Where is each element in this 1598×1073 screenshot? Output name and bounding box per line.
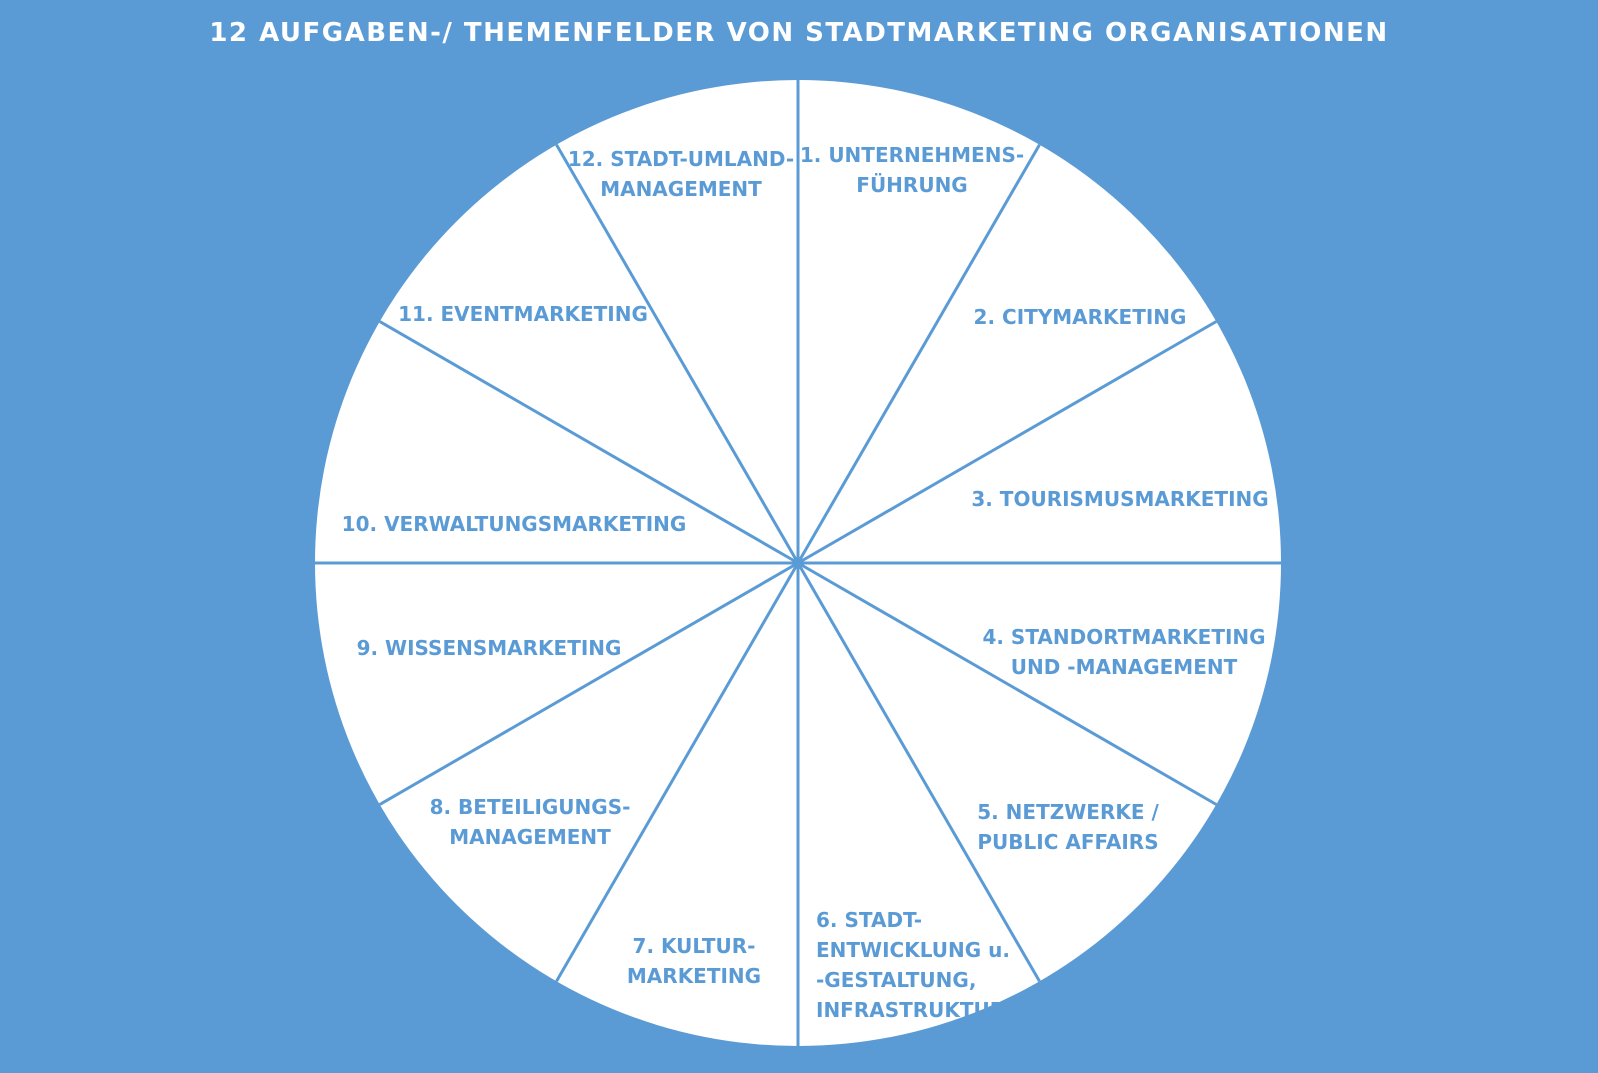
segment-divider-line — [796, 562, 1041, 983]
segment-label-2: 2. CITYMARKETING — [974, 305, 1187, 329]
segment-divider-line — [797, 320, 1218, 565]
segment-divider-line — [555, 143, 800, 564]
segment-label-line: INFRASTRUKTUR — [816, 998, 1005, 1022]
segment-label-10: 10. VERWALTUNGSMARKETING — [342, 512, 687, 536]
segment-label-line: PUBLIC AFFAIRS — [977, 830, 1158, 854]
segment-label-12: 12. STADT-UMLAND- MANAGEMENT — [568, 147, 794, 201]
segment-label-line: -GESTALTUNG, — [816, 968, 976, 992]
segment-label-9: 9. WISSENSMARKETING — [357, 636, 622, 660]
segment-label-line: 5. NETZWERKE / — [977, 800, 1159, 824]
segment-label-line: 7. KULTUR- — [633, 934, 756, 958]
segment-label-line: 8. BETEILIGUNGS- — [430, 795, 631, 819]
segment-label-line: 1. UNTERNEHMENS- — [800, 143, 1024, 167]
segment-divider-line — [555, 562, 800, 983]
segment-label-line: 2. CITYMARKETING — [974, 305, 1187, 329]
segment-label-7: 7. KULTUR- MARKETING — [627, 934, 761, 988]
segment-divider-line — [797, 561, 1218, 806]
segment-label-line: ENTWICKLUNG u. — [816, 938, 1010, 962]
segment-label-line: UND -MANAGEMENT — [1011, 655, 1238, 679]
segment-label-line: MANAGEMENT — [600, 177, 762, 201]
segment-dividers — [315, 80, 1281, 1046]
segment-label-5: 5. NETZWERKE / PUBLIC AFFAIRS — [977, 800, 1159, 854]
segment-divider-line — [378, 561, 799, 806]
segment-label-line: 3. TOURISMUSMARKETING — [971, 487, 1268, 511]
segment-label-line: 4. STANDORTMARKETING — [982, 625, 1265, 649]
segment-label-line: 6. STADT- — [816, 908, 922, 932]
segment-label-line: FÜHRUNG — [856, 173, 967, 197]
segment-label-line: MANAGEMENT — [449, 825, 611, 849]
segment-label-8: 8. BETEILIGUNGS- MANAGEMENT — [430, 795, 631, 849]
segment-label-4: 4. STANDORTMARKETING UND -MANAGEMENT — [982, 625, 1265, 679]
segment-label-line: 9. WISSENSMARKETING — [357, 636, 622, 660]
segment-divider-line — [796, 143, 1041, 564]
segment-labels: 1. UNTERNEHMENS- FÜHRUNG 2. CITYMARKETING 3… — [342, 143, 1269, 1022]
segment-label-3: 3. TOURISMUSMARKETING — [971, 487, 1268, 511]
segment-label-11: 11. EVENTMARKETING — [398, 302, 648, 326]
segment-label-6: 6. STADT- ENTWICKLUNG u. -GESTALTUNG, INFRA… — [816, 908, 1010, 1022]
segment-label-line: MARKETING — [627, 964, 761, 988]
segment-label-line: 10. VERWALTUNGSMARKETING — [342, 512, 687, 536]
segment-label-1: 1. UNTERNEHMENS- FÜHRUNG — [800, 143, 1024, 197]
segment-label-line: 11. EVENTMARKETING — [398, 302, 648, 326]
page-title: 12 AUFGABEN-/ THEMENFELDER VON STADTMARK… — [209, 18, 1389, 48]
segment-divider-line — [378, 320, 799, 565]
segment-label-line: 12. STADT-UMLAND- — [568, 147, 794, 171]
